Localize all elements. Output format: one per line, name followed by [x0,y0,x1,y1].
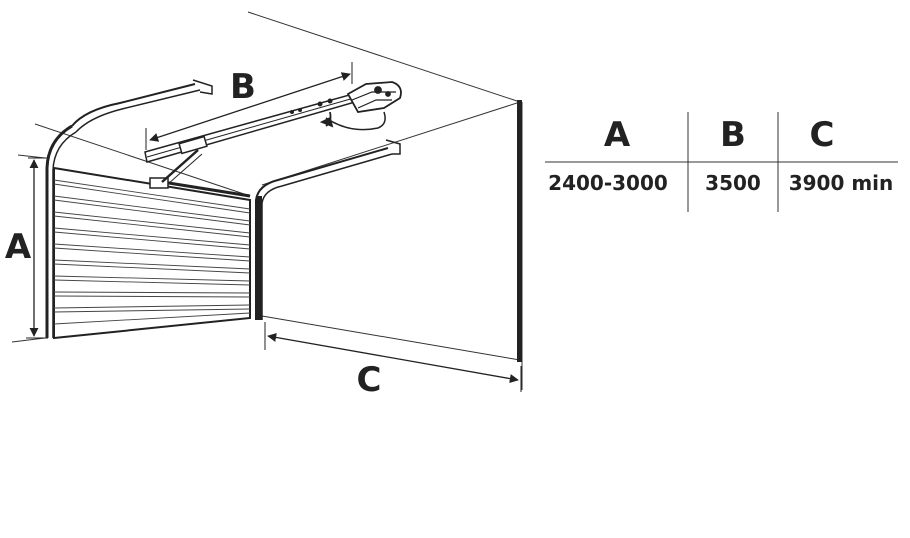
left-horizontal-track [71,79,213,133]
right-horizontal-track [255,139,401,320]
dimension-c: C [264,322,522,400]
right-door-jamb [256,196,262,320]
table-header-b: B [720,115,746,155]
dimension-b-label: B [230,67,256,107]
table-header-c: C [810,115,835,155]
dimension-c-label: C [357,360,382,400]
table-value-c: 3900 min [789,171,894,195]
back-wall-edge [517,100,522,362]
table-header-a: A [604,115,631,155]
table-value-b: 3500 [705,171,761,195]
dimension-a-label: A [5,227,32,267]
table-value-a: 2400-3000 [548,171,668,195]
sectional-door-panel [53,166,251,340]
door-bracket-arm [149,149,203,189]
dimension-b: B [145,62,353,150]
dimensions-table: A B C 2400-3000 3500 3900 min [545,112,898,212]
dimension-a: A [5,157,48,339]
